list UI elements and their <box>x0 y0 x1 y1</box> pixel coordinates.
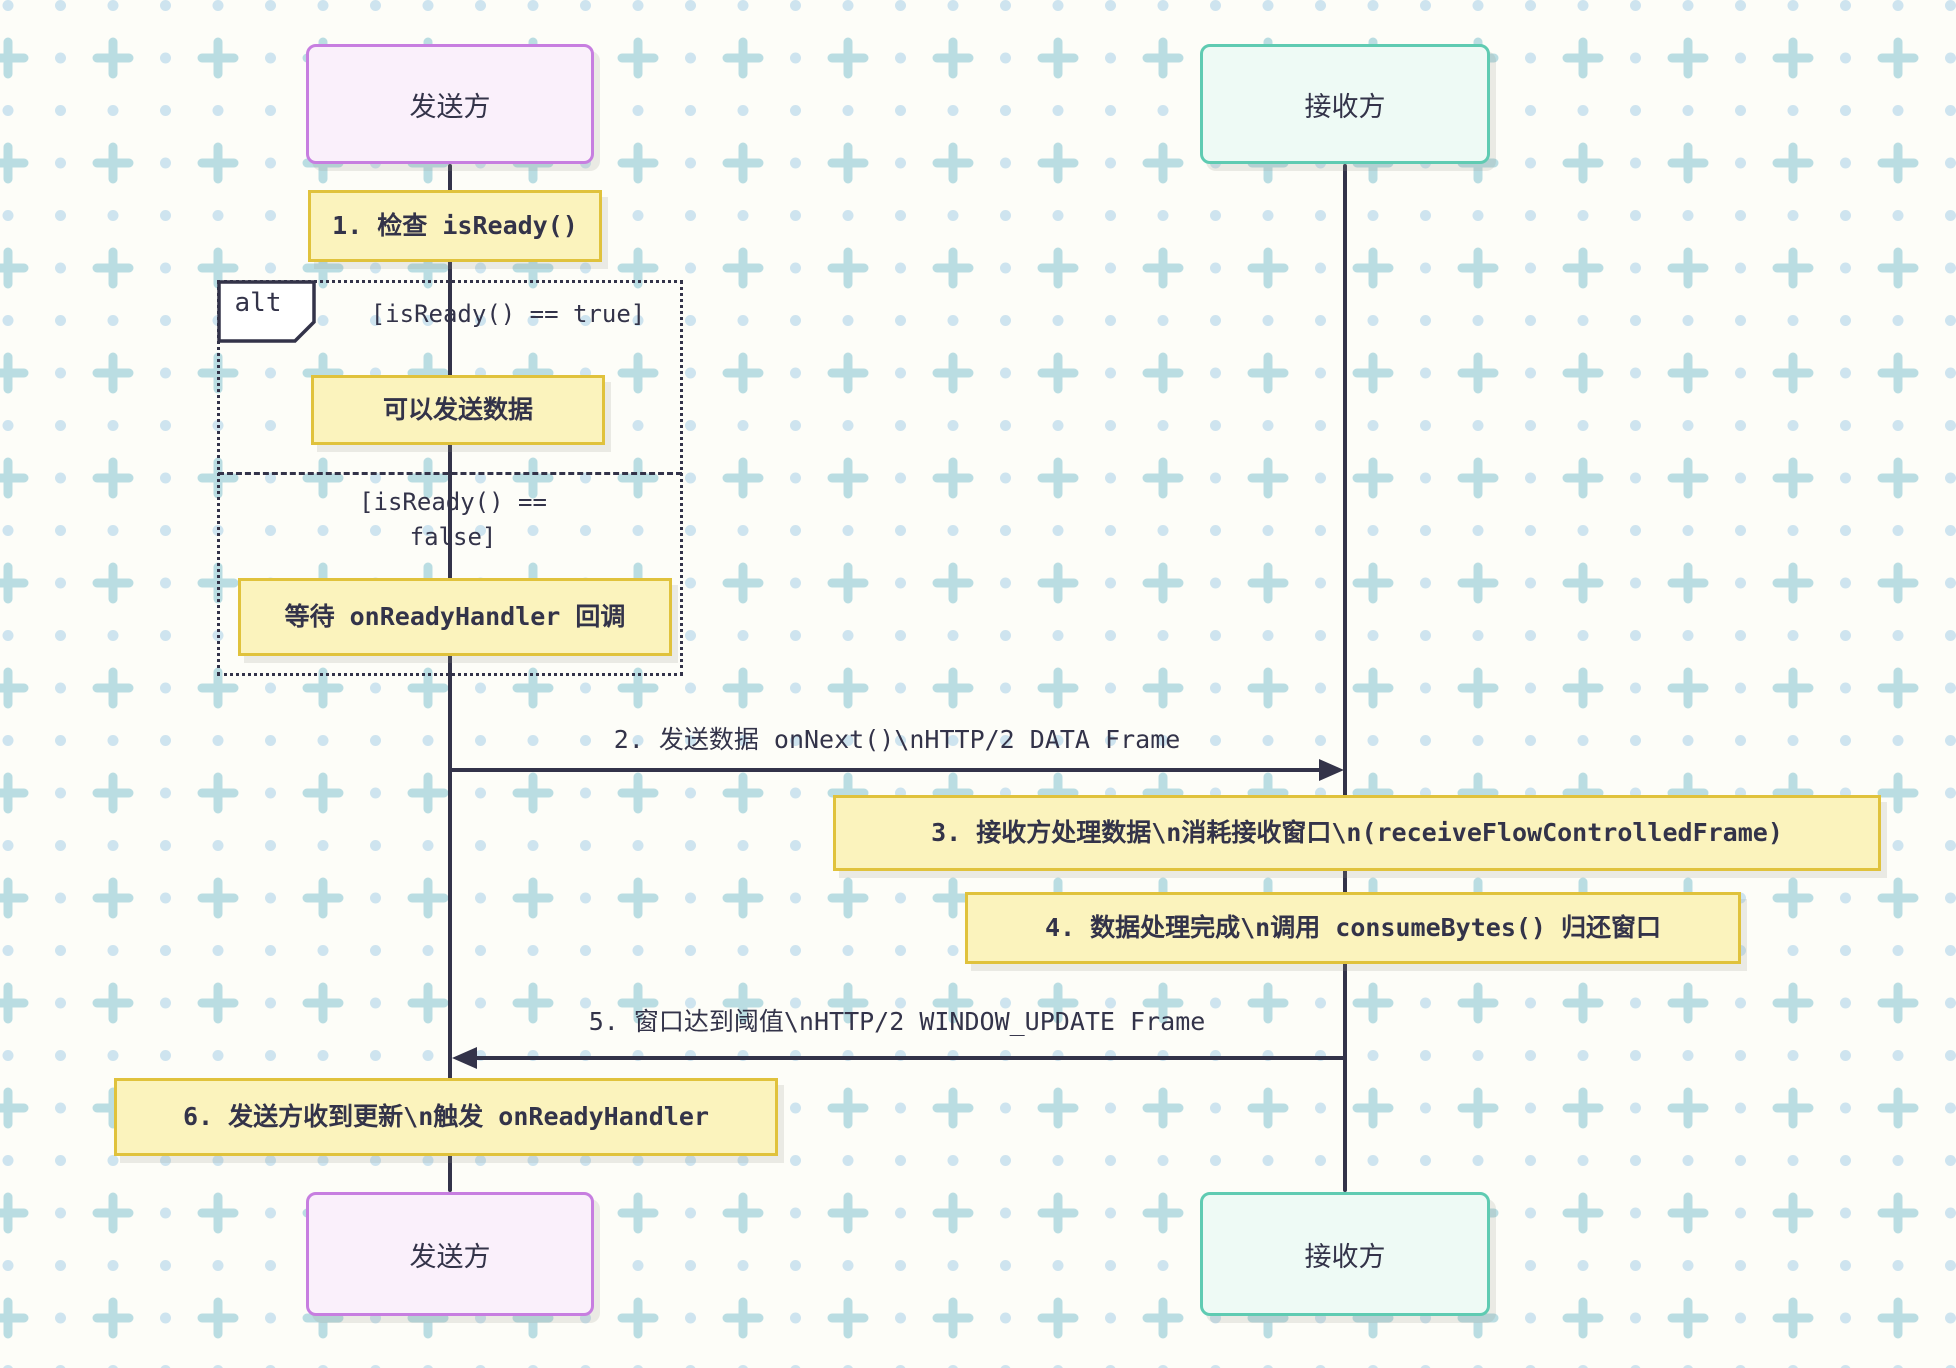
note-sender-update: 6. 发送方收到更新\n触发 onReadyHandler <box>114 1078 778 1156</box>
message-window-update-line <box>470 1056 1344 1060</box>
receiver-lifeline <box>1343 164 1347 1192</box>
message-send-data-label: 2. 发送数据 onNext()\nHTTP/2 DATA Frame <box>613 725 1181 754</box>
participant-sender-top-label: 发送方 <box>409 91 491 123</box>
alt-divider <box>218 472 682 475</box>
sender-lifeline <box>448 164 452 1192</box>
participant-receiver-bottom: 接收方 <box>1200 1192 1490 1316</box>
participant-sender-bottom-label: 发送方 <box>409 1241 491 1273</box>
alt-frame: alt [isReady() == true] 可以发送数据 [isReady(… <box>217 280 683 676</box>
participant-sender-bottom: 发送方 <box>306 1192 594 1316</box>
note-wait-callback: 等待 onReadyHandler 回调 <box>238 578 672 656</box>
alt-label-text: alt <box>234 288 282 318</box>
message-window-update-arrowhead-icon <box>452 1047 477 1069</box>
participant-sender-top: 发送方 <box>306 44 594 164</box>
note-consume-bytes: 4. 数据处理完成\n调用 consumeBytes() 归还窗口 <box>965 892 1741 964</box>
participant-receiver-top: 接收方 <box>1200 44 1490 164</box>
guard-isready-false: [isReady() == false] <box>359 488 547 551</box>
note-can-send: 可以发送数据 <box>311 375 605 445</box>
guard-isready-true: [isReady() == true] <box>370 300 646 328</box>
note-receiver-process: 3. 接收方处理数据\n消耗接收窗口\n(receiveFlowControll… <box>833 795 1881 871</box>
alt-label: alt <box>217 280 317 343</box>
participant-receiver-top-label: 接收方 <box>1304 91 1386 123</box>
note-check-isready: 1. 检查 isReady() <box>308 190 602 262</box>
participant-receiver-bottom-label: 接收方 <box>1304 1241 1386 1273</box>
message-send-data-line <box>450 768 1324 772</box>
message-send-data-arrowhead-icon <box>1319 759 1344 781</box>
message-window-update-label: 5. 窗口达到阈值\nHTTP/2 WINDOW_UPDATE Frame <box>588 1007 1206 1036</box>
